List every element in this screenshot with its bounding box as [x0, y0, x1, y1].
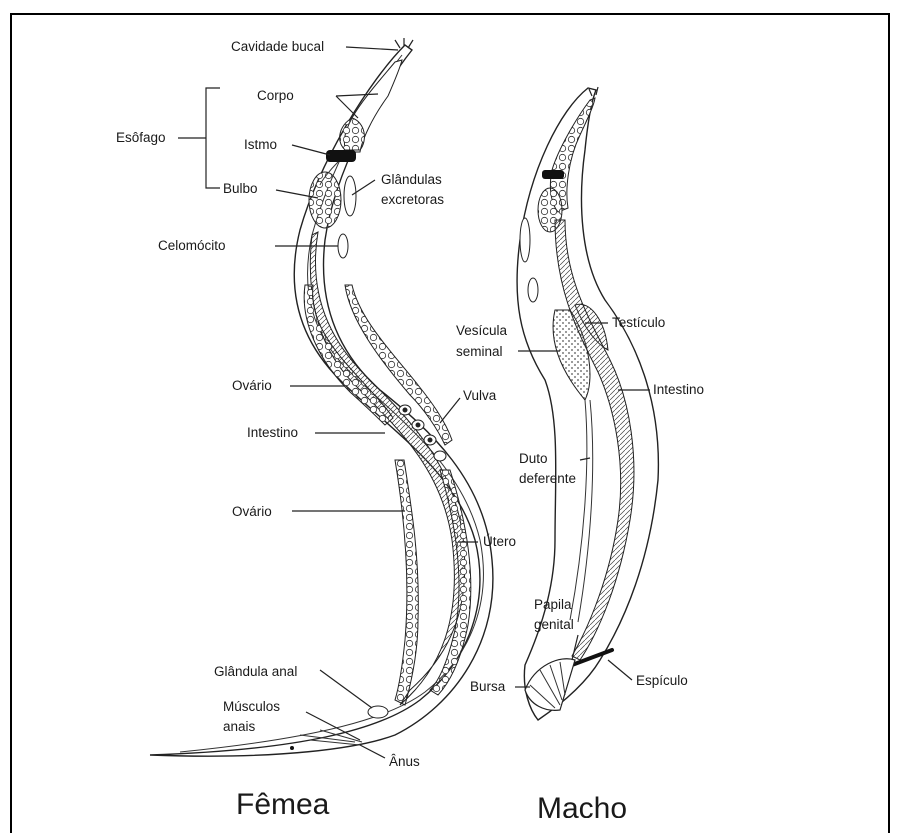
label-duto-1: Duto [519, 451, 548, 466]
label-papila-2: genital [534, 617, 574, 632]
label-vulva: Vulva [463, 388, 497, 403]
caption-female: Fêmea [236, 788, 330, 818]
label-musculos-1: Músculos [223, 699, 280, 714]
label-bulbo: Bulbo [223, 181, 258, 196]
female-intestine [310, 232, 464, 705]
label-duto-2: deferente [519, 471, 576, 486]
label-corpo: Corpo [257, 88, 294, 103]
male-nerve-ring [542, 170, 564, 179]
label-intestino-female: Intestino [247, 425, 298, 440]
label-celomocito: Celomócito [158, 238, 226, 253]
label-anus: Ânus [389, 754, 420, 769]
label-papila-1: Papila [534, 597, 572, 612]
label-intestino-male: Intestino [653, 382, 704, 397]
female-labels: Cavidade bucal Esôfago Corpo Istmo Bulbo… [116, 39, 516, 818]
label-glandulas-2: excretoras [381, 192, 444, 207]
label-istmo: Istmo [244, 137, 277, 152]
male-excretory-gland [520, 218, 530, 262]
nerve-ring [326, 150, 356, 162]
male-celomocyte [528, 278, 538, 302]
label-ovario-2: Ovário [232, 504, 272, 519]
label-cavidade-bucal: Cavidade bucal [231, 39, 324, 54]
label-ovario-1: Ovário [232, 378, 272, 393]
excretory-gland [344, 176, 356, 216]
label-glandulas-1: Glândulas [381, 172, 442, 187]
label-utero: Útero [483, 534, 516, 549]
esophagus-bulb [309, 172, 341, 228]
label-musculos-2: anais [223, 719, 256, 734]
celomocyte [338, 234, 348, 258]
posterior-ovary [395, 460, 418, 705]
label-vesicula-2: seminal [456, 344, 503, 359]
female-worm [150, 38, 493, 756]
label-espiculo: Espículo [636, 673, 688, 688]
label-esofago: Esôfago [116, 130, 166, 145]
label-glandula-anal: Glândula anal [214, 664, 297, 679]
label-testiculo: Testículo [612, 315, 665, 330]
label-bursa: Bursa [470, 679, 506, 694]
label-vesicula-1: Vesícula [456, 323, 508, 338]
caption-male: Macho [537, 792, 627, 818]
